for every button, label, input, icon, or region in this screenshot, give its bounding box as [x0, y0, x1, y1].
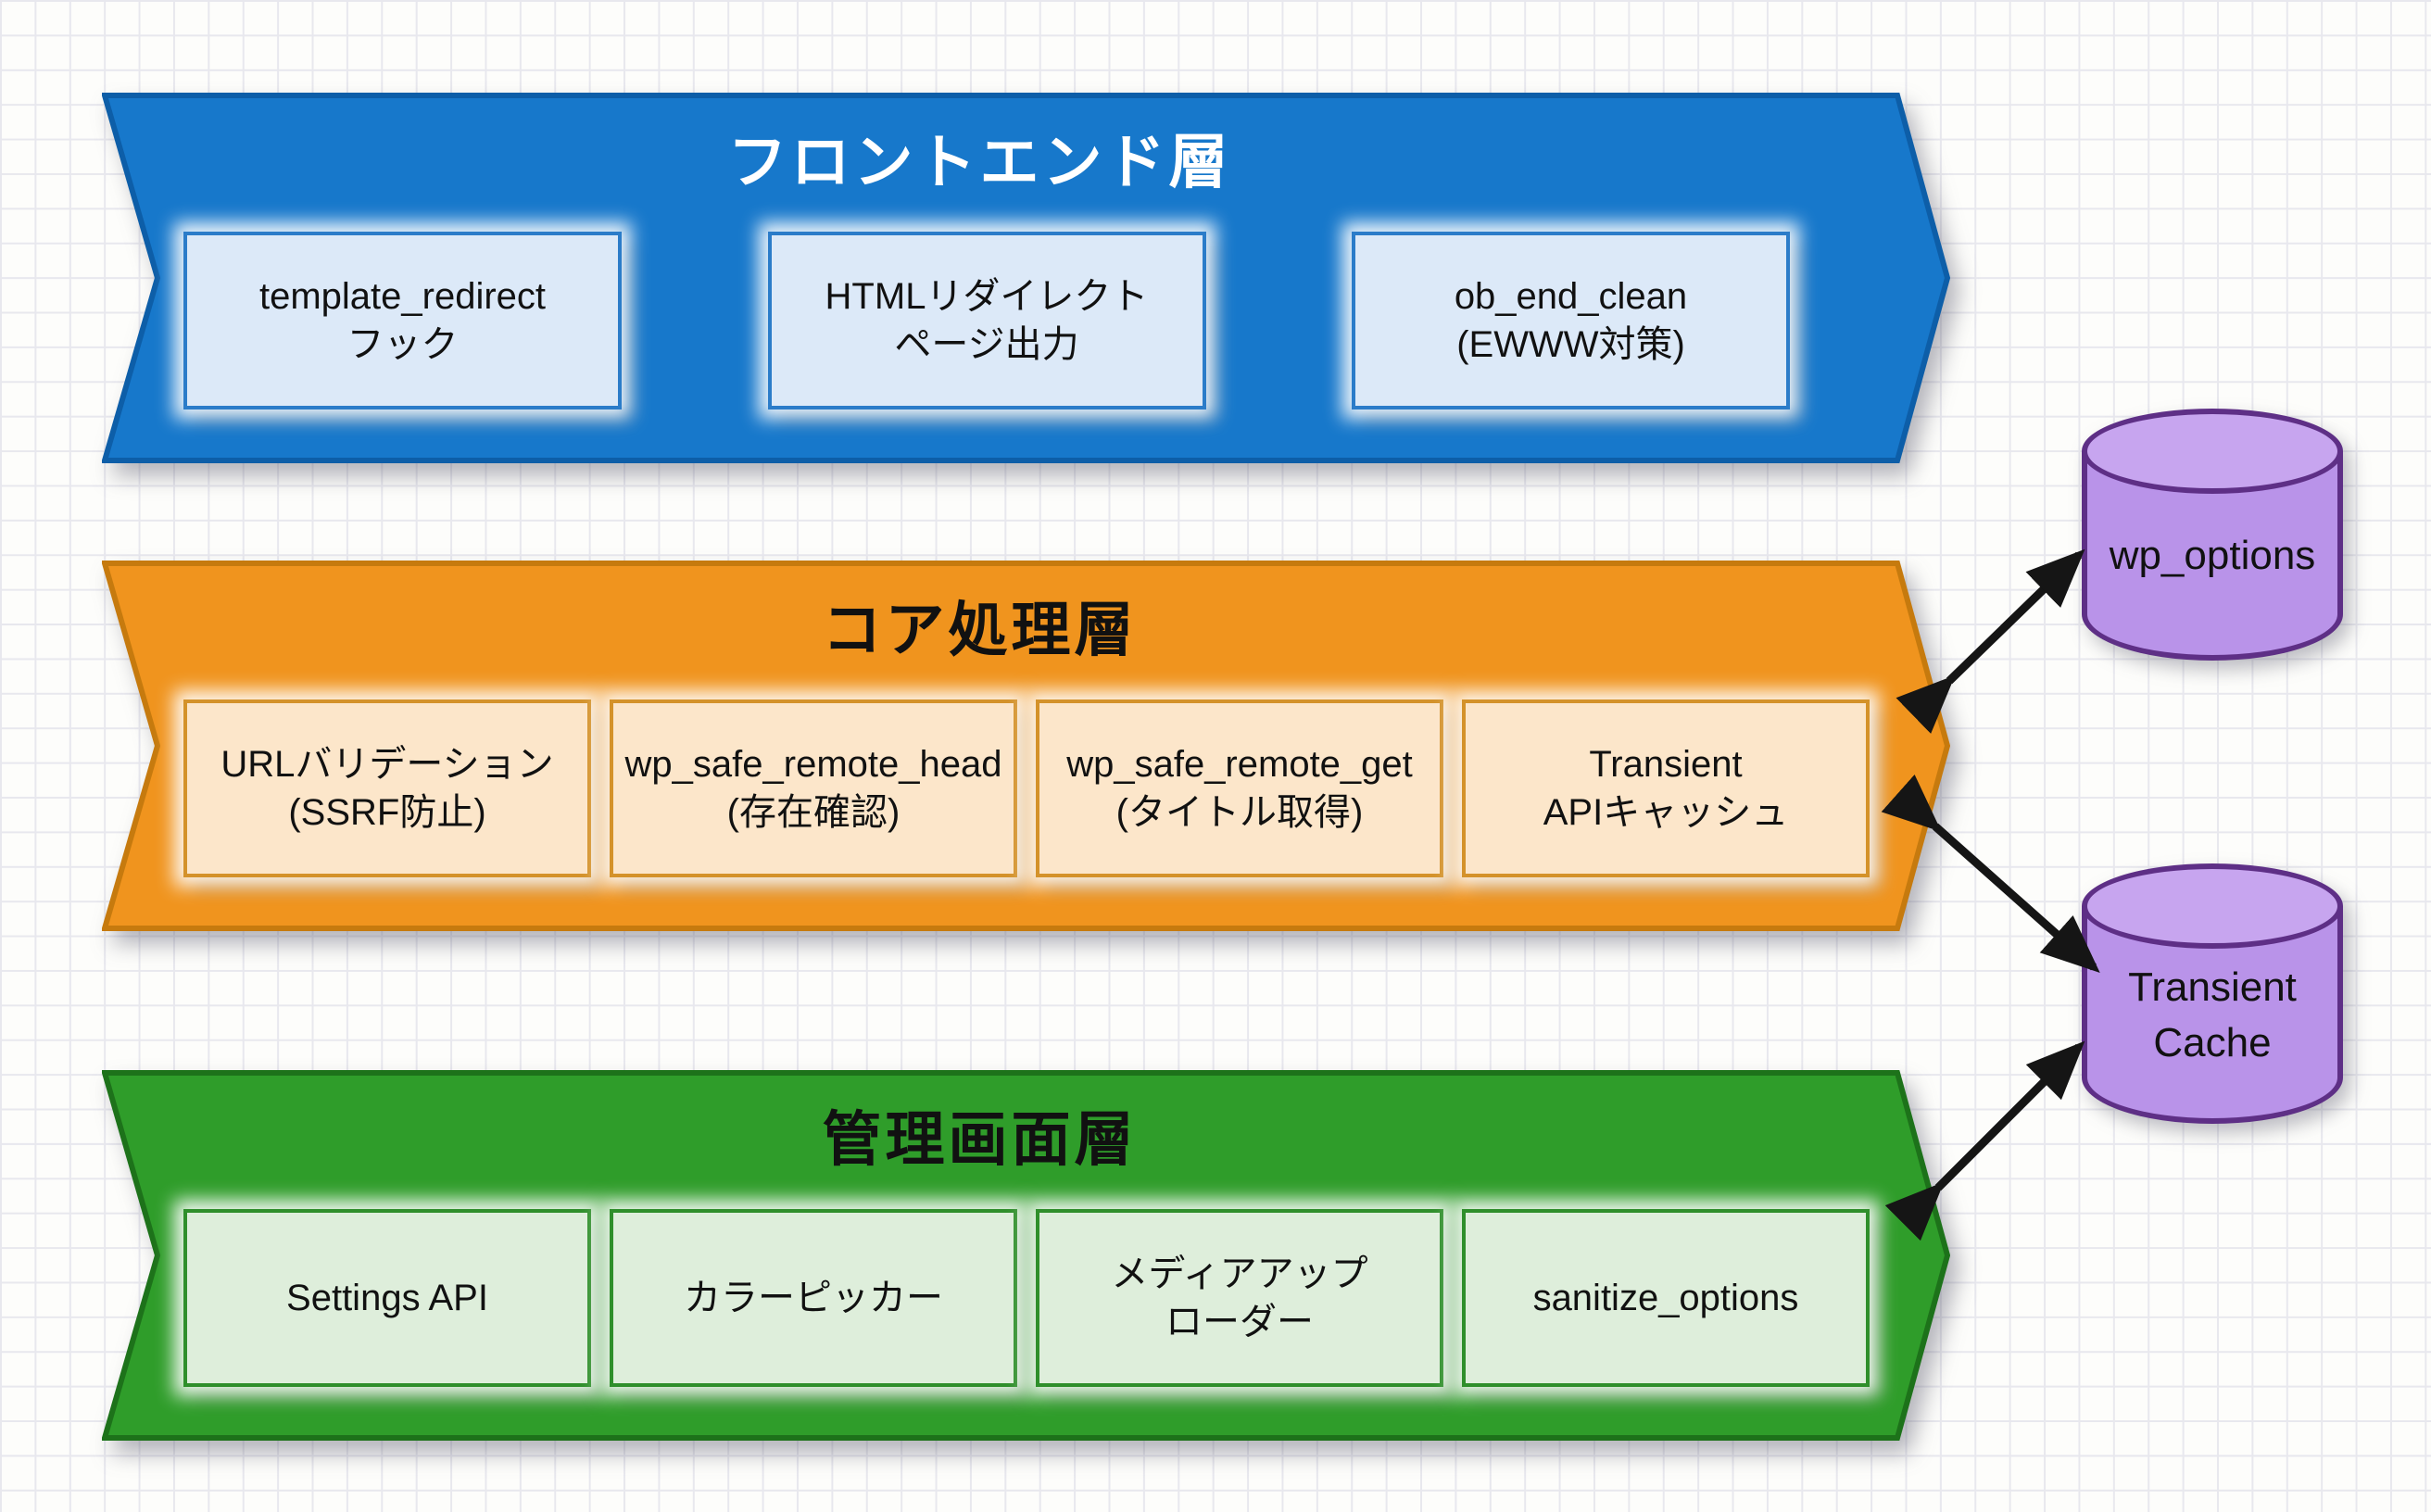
database-transient-cache: Transient Cache	[2082, 863, 2343, 1124]
frontend-box-ob-end-clean: ob_end_clean (EWWW対策)	[1352, 232, 1790, 410]
frontend-box-row: template_redirect フック HTMLリダイレクト ページ出力 o…	[183, 232, 1790, 410]
database-transient-cache-label: Transient Cache	[2082, 906, 2343, 1124]
core-box-transient-api-cache: Transient APIキャッシュ	[1462, 699, 1870, 877]
arrow-core-to-transient-cache	[1881, 774, 2100, 973]
database-wp-options-label: wp_options	[2082, 451, 2343, 661]
box-line: URLバリデーション	[220, 744, 554, 785]
frontend-layer-title: フロントエンド層	[727, 129, 1232, 195]
core-layer-content: コア処理層 URLバリデーション (SSRF防止) wp_safe_remote…	[102, 561, 1950, 931]
frontend-box-html-redirect: HTMLリダイレクト ページ出力	[767, 232, 1206, 410]
core-layer-title: コア処理層	[822, 597, 1138, 663]
box-line: (SSRF防止)	[288, 792, 486, 833]
core-box-url-validation: URLバリデーション (SSRF防止)	[183, 699, 591, 877]
box-line: ページ出力	[894, 324, 1079, 365]
box-line: APIキャッシュ	[1543, 792, 1789, 833]
admin-layer-title: 管理画面層	[822, 1106, 1138, 1173]
admin-box-media-uploader: メディアアップ ローダー	[1036, 1209, 1443, 1387]
box-line: メディアアップ	[1111, 1254, 1368, 1294]
box-line: (タイトル取得)	[1115, 792, 1364, 833]
box-line: Transient	[1589, 744, 1743, 785]
label-line: Transient	[2128, 964, 2297, 1011]
core-box-wp-safe-remote-head: wp_safe_remote_head (存在確認)	[610, 699, 1017, 877]
box-line: ob_end_clean	[1454, 276, 1688, 317]
frontend-box-template-redirect: template_redirect フック	[183, 232, 622, 410]
admin-box-sanitize-options: sanitize_options	[1462, 1209, 1870, 1387]
arrow-admin-to-transient-cache	[1884, 1040, 2085, 1241]
box-line: カラーピッカー	[684, 1278, 943, 1318]
box-line: (存在確認)	[726, 792, 901, 833]
admin-box-row: Settings API カラーピッカー メディアアップ ローダー saniti…	[183, 1209, 1870, 1387]
box-line: (EWWW対策)	[1456, 324, 1685, 365]
admin-box-settings-api: Settings API	[183, 1209, 591, 1387]
box-line: wp_safe_remote_head	[624, 744, 1002, 785]
database-wp-options: wp_options	[2082, 409, 2343, 661]
core-box-row: URLバリデーション (SSRF防止) wp_safe_remote_head …	[183, 699, 1870, 877]
admin-layer-banner: 管理画面層 Settings API カラーピッカー メディアアップ ローダー …	[102, 1070, 1950, 1441]
box-line: ローダー	[1165, 1302, 1314, 1342]
core-layer-banner: コア処理層 URLバリデーション (SSRF防止) wp_safe_remote…	[102, 561, 1950, 931]
box-line: HTMLリダイレクト	[825, 276, 1149, 317]
core-box-wp-safe-remote-get: wp_safe_remote_get (タイトル取得)	[1036, 699, 1443, 877]
admin-box-color-picker: カラーピッカー	[610, 1209, 1017, 1387]
label-line: Cache	[2153, 1019, 2272, 1065]
box-line: Settings API	[286, 1278, 488, 1318]
cylinder-top-ellipse	[2082, 409, 2343, 494]
label-line: wp_options	[2109, 533, 2316, 579]
admin-layer-content: 管理画面層 Settings API カラーピッカー メディアアップ ローダー …	[102, 1070, 1950, 1441]
box-line: template_redirect	[258, 276, 547, 317]
box-line: wp_safe_remote_get	[1066, 744, 1413, 785]
frontend-layer-content: フロントエンド層 template_redirect フック HTMLリダイレク…	[102, 93, 1950, 463]
box-line: sanitize_options	[1532, 1278, 1799, 1318]
frontend-layer-banner: フロントエンド層 template_redirect フック HTMLリダイレク…	[102, 93, 1950, 463]
arrow-core-to-wp-options	[1896, 548, 2085, 734]
box-line: フック	[346, 324, 459, 365]
